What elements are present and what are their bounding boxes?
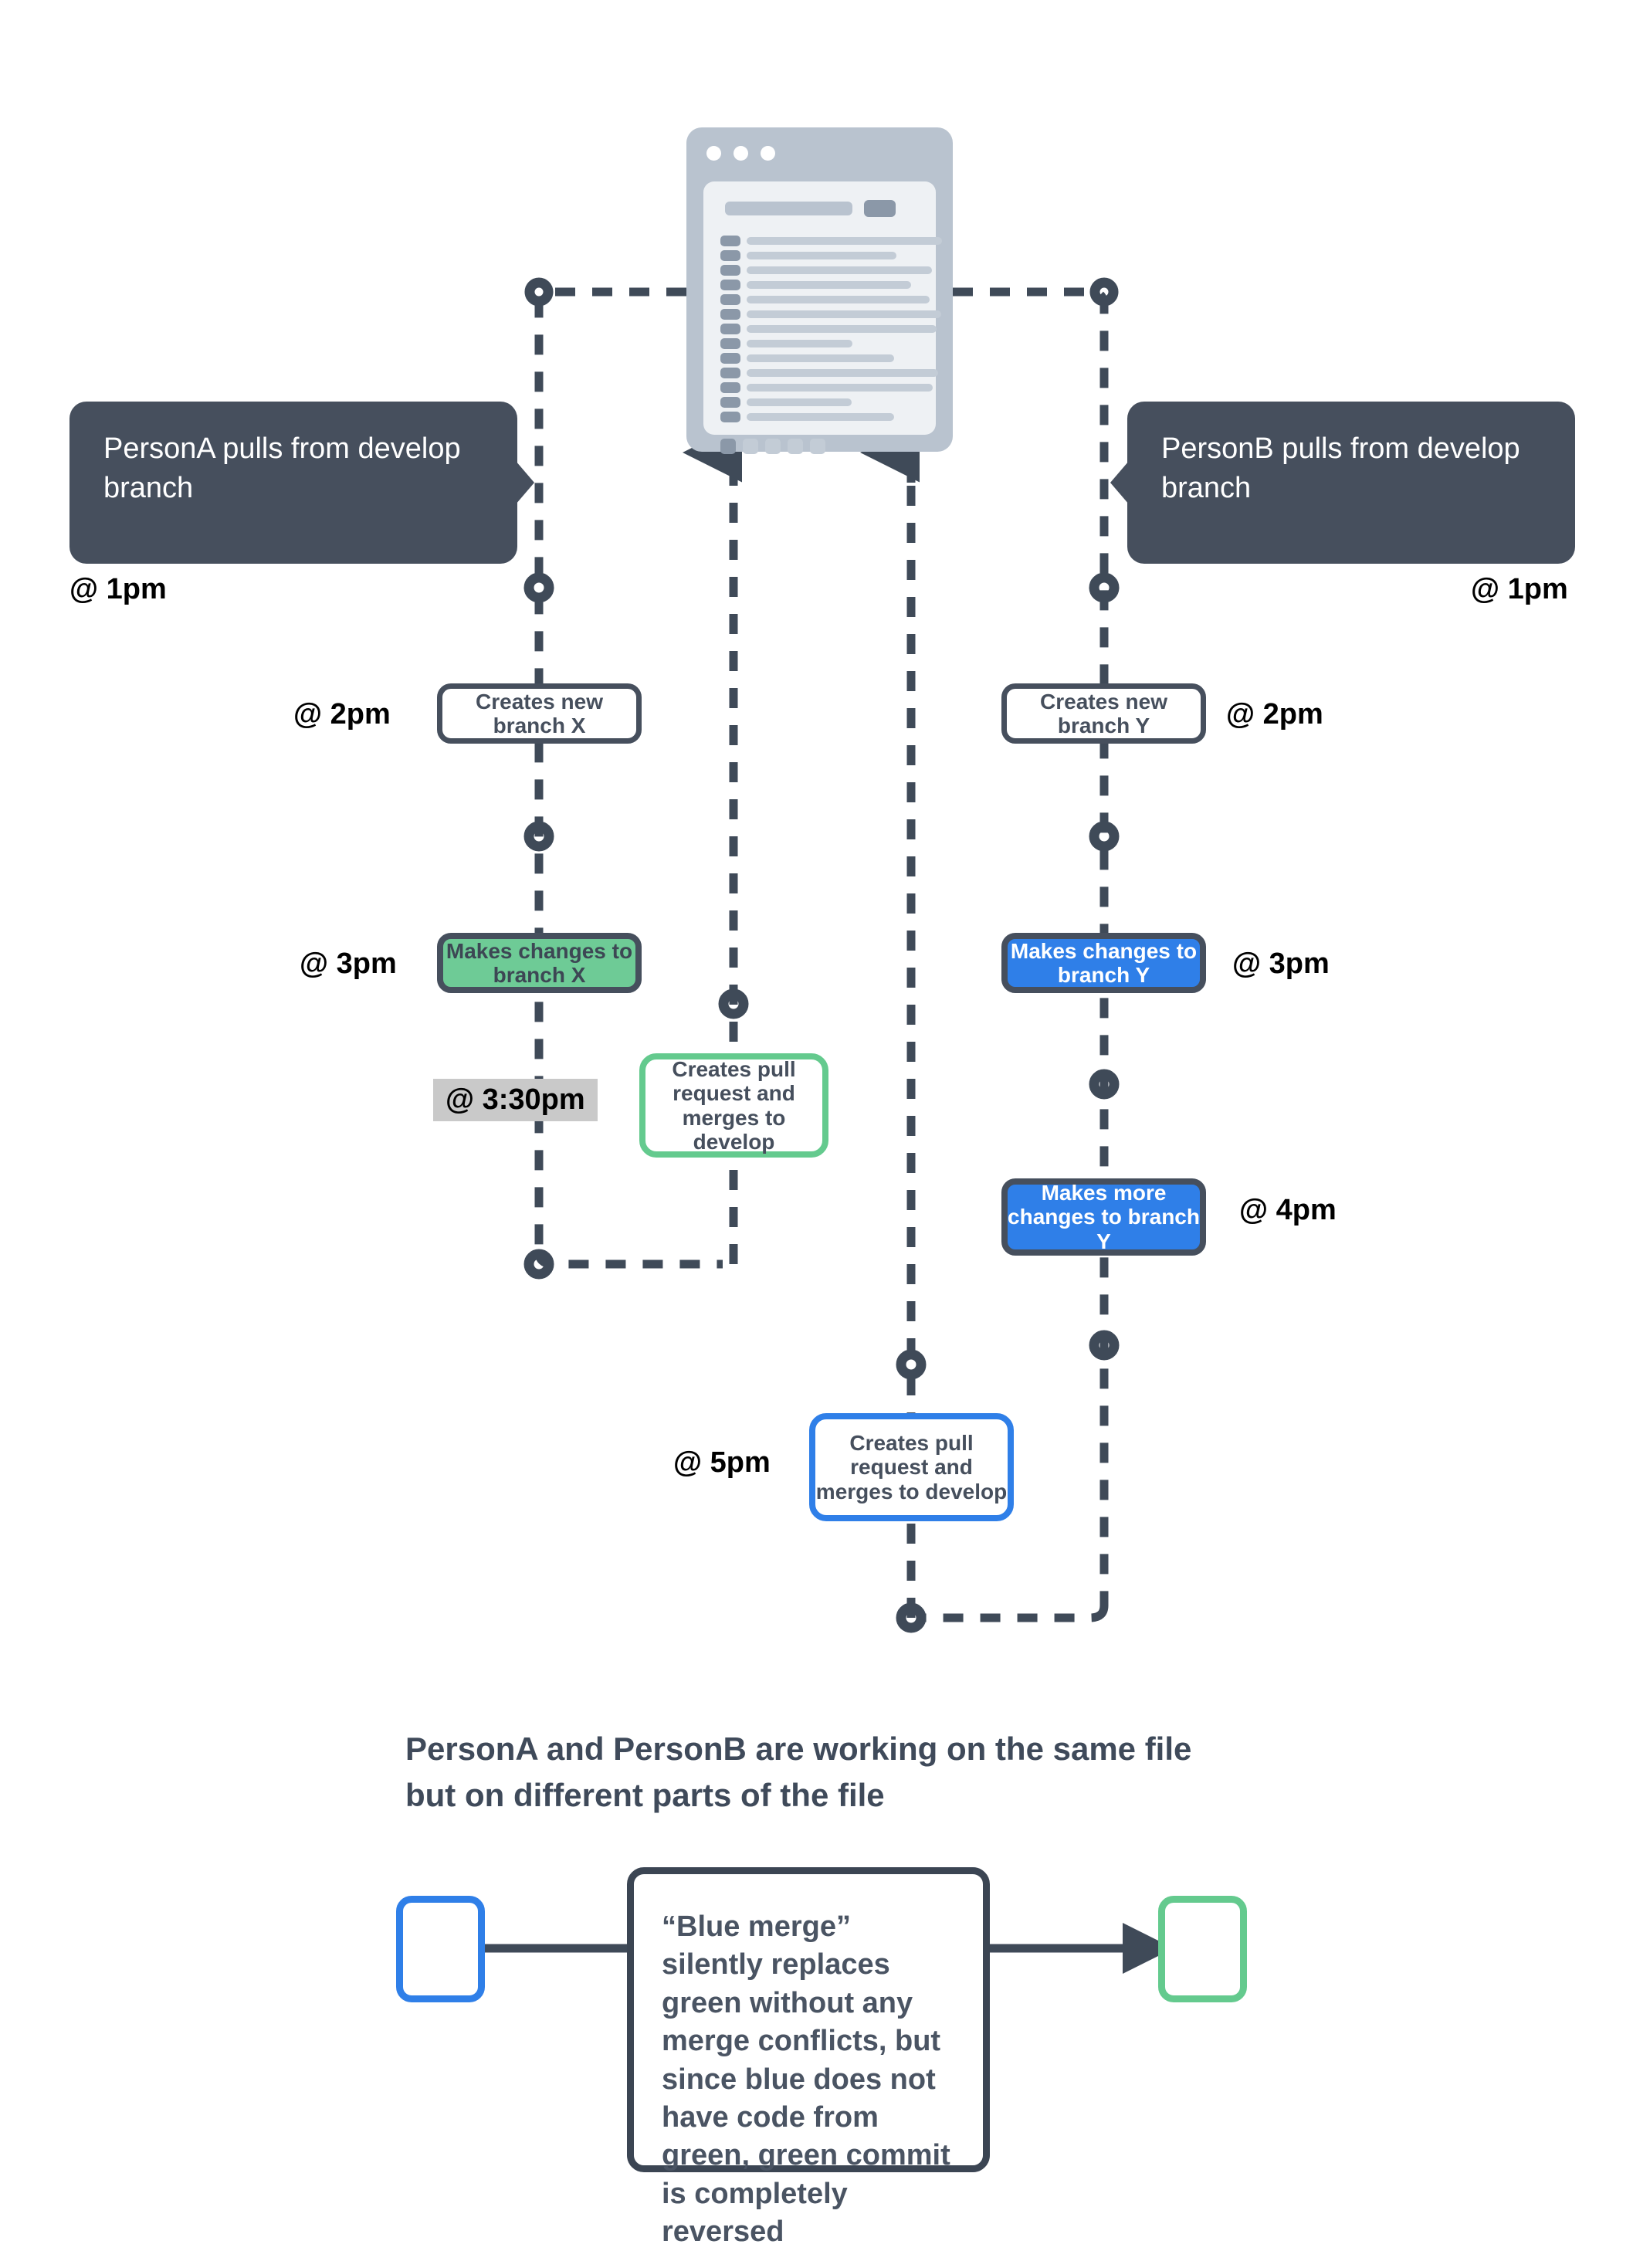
node-create-branch-x-label: Creates new branch X (476, 689, 603, 737)
code-line (720, 397, 922, 408)
time-label-create-branch-x: @ 2pm (293, 698, 391, 731)
node-dot-a-rejoin (523, 1249, 554, 1280)
code-line (720, 324, 937, 334)
line-number-icon (720, 250, 740, 261)
window-dot-icon-1 (706, 146, 721, 161)
time-label-changes-branch-x: @ 3pm (300, 948, 397, 980)
node-create-branch-x[interactable]: Creates new branch X (437, 683, 642, 744)
line-number-icon (720, 338, 740, 349)
node-dot-b-pull (1089, 572, 1120, 603)
time-label-create-branch-y: @ 2pm (1226, 698, 1323, 731)
line-number-icon (720, 236, 740, 246)
node-dot-green-pr-top (718, 988, 749, 1019)
time-label-personb-pull: @ 1pm (1471, 573, 1568, 605)
footer-chips (720, 439, 825, 454)
footer-chip-icon (765, 439, 781, 454)
callout-personb-text: PersonB pulls from develop branch (1161, 432, 1520, 505)
footer-chip-icon (810, 439, 825, 454)
footer-chip-icon (788, 439, 803, 454)
line-number-icon (720, 368, 740, 378)
node-dot-b-rejoin (896, 1602, 927, 1633)
callout-personb-pull: PersonB pulls from develop branch (1110, 402, 1575, 564)
node-pr-merge-green-label: Creates pull request and merges to devel… (672, 1056, 796, 1154)
green-commit-chip[interactable] (1158, 1896, 1247, 2002)
develop-branch-file (686, 127, 953, 454)
callout-persona-text: PersonA pulls from develop branch (103, 432, 461, 505)
line-number-icon (720, 309, 740, 320)
blue-commit-chip[interactable] (396, 1896, 485, 2002)
footer-chip-icon (743, 439, 758, 454)
time-label-persona-pull: @ 1pm (69, 573, 167, 605)
window-traffic-lights (706, 146, 775, 161)
node-dot-blue-pr-top (896, 1349, 927, 1380)
footer-chip-icon (720, 439, 736, 454)
code-line (720, 368, 938, 378)
node-dot-b-mid (1089, 821, 1120, 852)
node-changes-branch-x[interactable]: Makes changes to branch X (437, 933, 642, 993)
node-dot-b-mid3 (1089, 1330, 1120, 1361)
line-number-icon (720, 382, 740, 393)
node-more-changes-branch-y[interactable]: Makes more changes to branch Y (1001, 1178, 1206, 1256)
node-pr-merge-blue[interactable]: Creates pull request and merges to devel… (809, 1413, 1014, 1521)
node-dot-doc-left (524, 277, 554, 307)
line-number-icon (720, 324, 740, 334)
window-dot-icon-2 (734, 146, 748, 161)
time-label-changes-branch-y: @ 3pm (1232, 948, 1330, 980)
button-placeholder-bar (864, 200, 896, 217)
merge-explanation-text: “Blue merge” silently replaces green wit… (662, 1910, 950, 2249)
callout-notch-icon (516, 461, 534, 504)
code-line (720, 250, 922, 261)
document-page (703, 181, 942, 454)
time-label-pr-merge-green: @ 3:30pm (433, 1079, 598, 1121)
line-number-icon (720, 412, 740, 422)
node-more-changes-branch-y-label: Makes more changes to branch Y (1008, 1180, 1200, 1253)
node-dot-b-mid2 (1089, 1069, 1120, 1100)
node-pr-merge-green[interactable]: Creates pull request and merges to devel… (639, 1053, 828, 1158)
merge-explanation-box: “Blue merge” silently replaces green wit… (627, 1867, 990, 2248)
title-placeholder-bar (725, 202, 852, 215)
code-line (720, 236, 942, 246)
code-line (720, 265, 932, 276)
line-number-icon (720, 280, 740, 290)
node-create-branch-y[interactable]: Creates new branch Y (1001, 683, 1206, 744)
code-line (720, 280, 922, 290)
code-line (720, 309, 941, 320)
code-line (720, 338, 922, 349)
time-label-more-changes-branch-y: @ 4pm (1239, 1194, 1337, 1226)
window-dot-icon-3 (761, 146, 775, 161)
node-dot-a-mid (523, 821, 554, 852)
node-dot-a-pull (523, 572, 554, 603)
code-line (720, 353, 922, 364)
time-label-pr-merge-blue: @ 5pm (673, 1446, 771, 1479)
node-pr-merge-blue-label: Creates pull request and merges to devel… (815, 1430, 1008, 1504)
code-line (720, 382, 933, 393)
line-number-icon (720, 353, 740, 364)
node-changes-branch-y-label: Makes changes to branch Y (1010, 938, 1198, 987)
callout-notch-icon (1110, 461, 1129, 504)
code-line (720, 294, 930, 305)
conclusion-caption: PersonA and PersonB are working on the s… (405, 1731, 1192, 1813)
node-create-branch-y-label: Creates new branch Y (1040, 689, 1167, 737)
node-changes-branch-x-label: Makes changes to branch X (446, 938, 633, 987)
node-dot-doc-right (1089, 277, 1119, 307)
line-number-icon (720, 294, 740, 305)
node-changes-branch-y[interactable]: Makes changes to branch Y (1001, 933, 1206, 993)
code-line (720, 412, 922, 422)
line-number-icon (720, 397, 740, 408)
callout-persona-pull: PersonA pulls from develop branch (69, 402, 534, 564)
line-number-icon (720, 265, 740, 276)
